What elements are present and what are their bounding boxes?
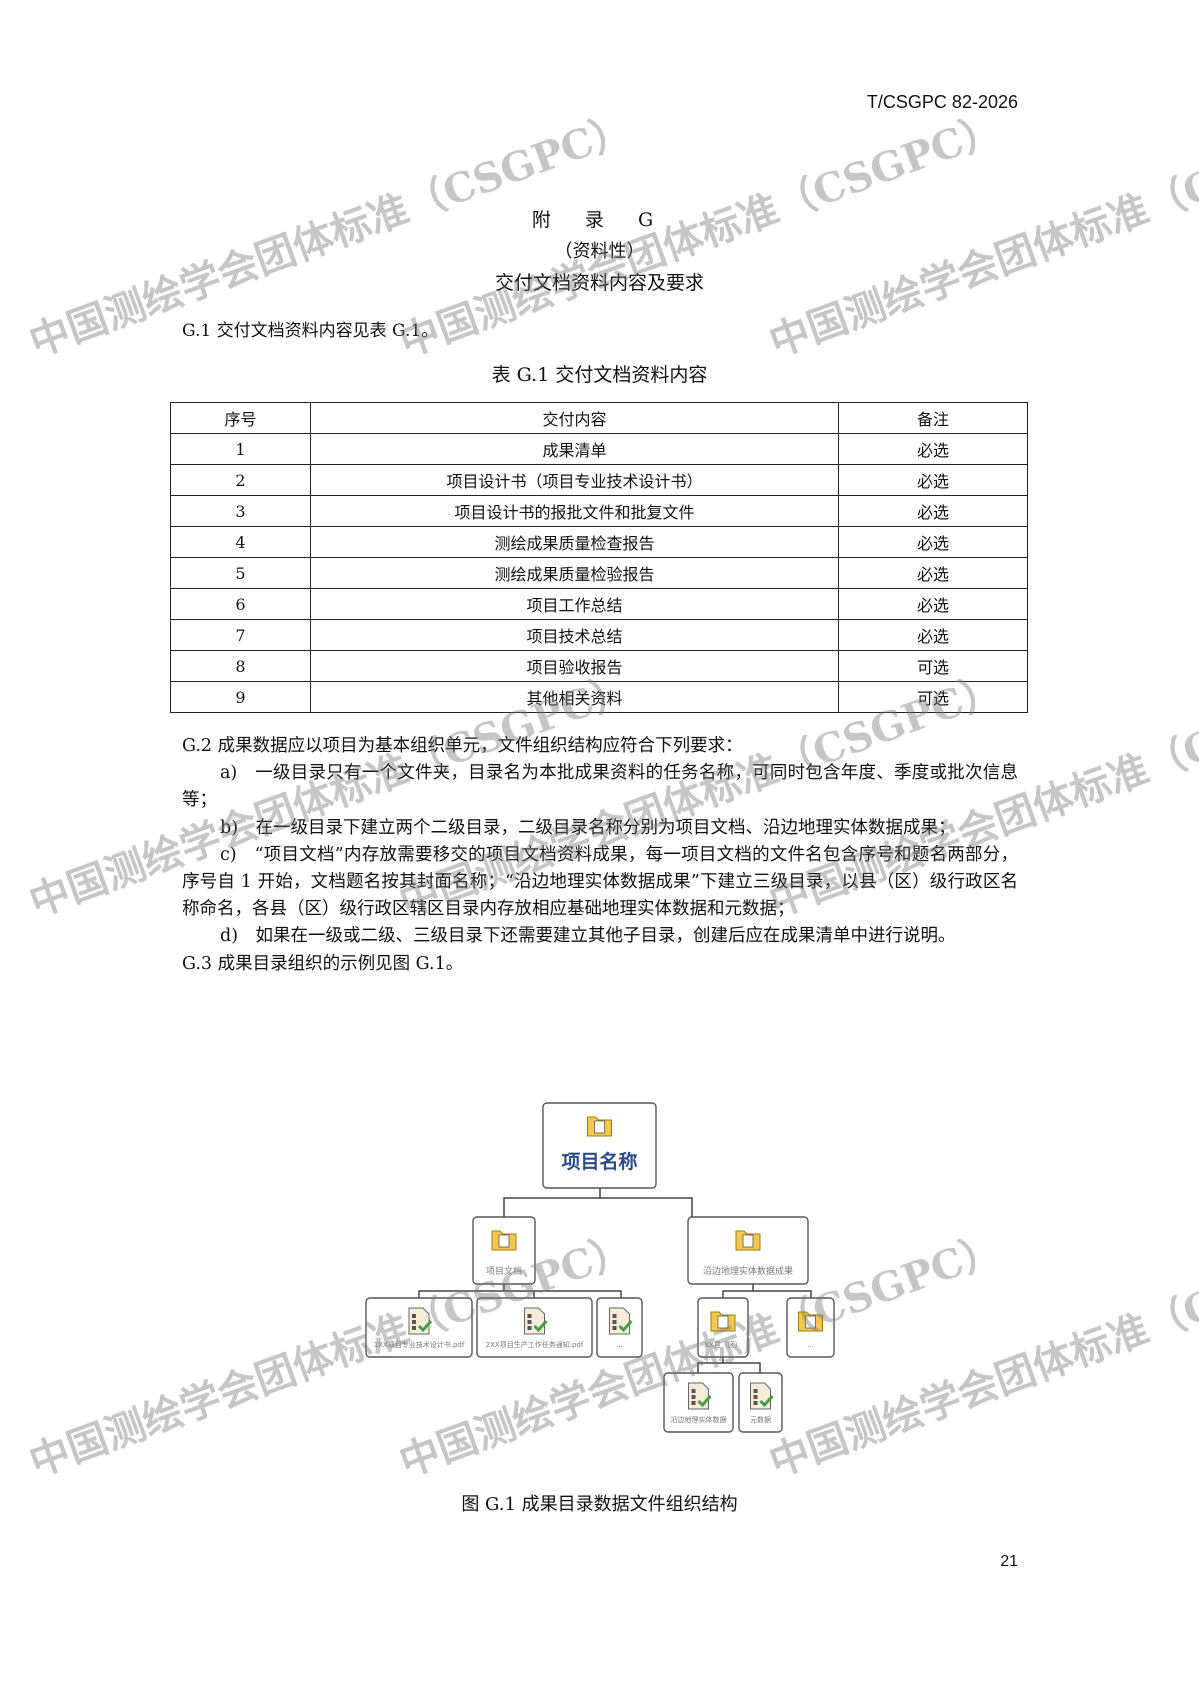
node-doc-file: 2XX项目生产工作任务通知.pdf xyxy=(476,1297,593,1358)
node-doc-file: 1XX项目专业技术设计书.pdf xyxy=(365,1297,473,1358)
header-index: 序号 xyxy=(170,402,311,434)
clause-g2: G.2 成果数据应以项目为基本组织单元，文件组织结构应符合下列要求： xyxy=(182,736,743,756)
cell-index: 6 xyxy=(170,588,311,620)
cell-index: 8 xyxy=(170,650,311,682)
cell-remark: 必选 xyxy=(838,464,1028,496)
table-header-row: 序号 交付内容 备注 xyxy=(170,402,1028,434)
node-label: XX县（区） xyxy=(704,1341,742,1349)
node-label: 2XX项目生产工作任务通知.pdf xyxy=(486,1340,584,1349)
standard-number: T/CSGPC 82-2026 xyxy=(866,92,1018,112)
cell-remark: 必选 xyxy=(838,526,1028,558)
item-c: c) “项目文档”内存放需要移交的项目文档资料成果，每一项目文档的文件名包含序号… xyxy=(182,844,1018,920)
cell-content: 项目工作总结 xyxy=(310,588,839,620)
header-content: 交付内容 xyxy=(310,402,839,434)
node-county-file: 元数据 xyxy=(738,1372,783,1433)
cell-remark: 必选 xyxy=(838,557,1028,589)
node-label: 元数据 xyxy=(750,1415,771,1424)
folder-icon xyxy=(735,1230,761,1251)
folder-icon xyxy=(798,1311,823,1332)
node-label: 沿边地理实体数据 xyxy=(671,1415,727,1424)
cell-content: 其他相关资料 xyxy=(310,681,839,713)
node-label: 项目名称 xyxy=(561,1150,637,1173)
cell-content: 项目设计书的报批文件和批复文件 xyxy=(310,495,839,527)
checklist-document-icon xyxy=(609,1307,633,1335)
cell-remark: 必选 xyxy=(838,433,1028,465)
folder-icon xyxy=(710,1311,736,1332)
checklist-document-icon xyxy=(408,1307,433,1335)
cell-remark: 可选 xyxy=(838,681,1028,713)
node-label: ... xyxy=(807,1341,814,1349)
cell-content: 测绘成果质量检查报告 xyxy=(310,526,839,558)
table-caption: 表 G.1 交付文档资料内容 xyxy=(491,364,708,386)
cell-index: 2 xyxy=(170,464,311,496)
item-d: d) 如果在一级或二级、三级目录下还需要建立其他子目录，创建后应在成果清单中进行… xyxy=(220,926,956,947)
node-project-docs: 项目文档 xyxy=(472,1216,536,1285)
node-county-more: ... xyxy=(786,1297,835,1358)
node-doc-file: ... xyxy=(596,1297,643,1358)
item-a: a) 一级目录只有一个文件夹，目录名为本批成果资料的任务名称，可同时包含年度、季… xyxy=(182,763,1018,811)
cell-index: 7 xyxy=(170,619,311,651)
appendix-heading: 交付文档资料内容及要求 xyxy=(494,272,704,294)
page-number: 21 xyxy=(1000,1553,1018,1570)
cell-remark: 必选 xyxy=(838,588,1028,620)
checklist-document-icon xyxy=(524,1307,548,1335)
cell-content: 项目设计书（项目专业技术设计书） xyxy=(310,464,839,496)
checklist-document-icon xyxy=(688,1382,712,1410)
cell-remark: 必选 xyxy=(838,495,1028,527)
cell-content: 项目技术总结 xyxy=(310,619,839,651)
cell-content: 项目验收报告 xyxy=(310,650,839,682)
cell-index: 5 xyxy=(170,557,311,589)
connector-lines xyxy=(418,1188,812,1373)
clause-g3: G.3 成果目录组织的示例见图 G.1。 xyxy=(182,953,464,974)
checklist-document-icon xyxy=(750,1382,774,1410)
node-label: ... xyxy=(616,1341,623,1349)
cell-index: 3 xyxy=(170,495,311,527)
node-label: 项目文档 xyxy=(486,1265,522,1277)
header-remark: 备注 xyxy=(838,402,1028,434)
appendix-nature: （资料性） xyxy=(554,241,645,262)
cell-index: 4 xyxy=(170,526,311,558)
cell-content: 测绘成果质量检验报告 xyxy=(310,557,839,589)
node-root: 项目名称 xyxy=(542,1102,657,1189)
folder-icon xyxy=(587,1116,612,1137)
node-county-file: 沿边地理实体数据 xyxy=(663,1372,734,1433)
node-label: 1XX项目专业技术设计书.pdf xyxy=(374,1340,465,1349)
node-county: XX县（区） xyxy=(697,1297,749,1358)
appendix-title: 附 录 G xyxy=(531,209,668,231)
figure-caption: 图 G.1 成果目录数据文件组织结构 xyxy=(461,1494,738,1515)
cell-index: 1 xyxy=(170,433,311,465)
cell-content: 成果清单 xyxy=(310,433,839,465)
cell-index: 9 xyxy=(170,681,311,713)
node-entity-data: 沿边地理实体数据成果 xyxy=(687,1216,809,1285)
clause-g1: G.1 交付文档资料内容见表 G.1。 xyxy=(182,321,439,341)
item-b: b) 在一级目录下建立两个二级目录，二级目录名称分别为项目文档、沿边地理实体数据… xyxy=(220,817,956,838)
body-text: G.2 成果数据应以项目为基本组织单元，文件组织结构应符合下列要求： a) 一级… xyxy=(182,733,1018,978)
node-label: 沿边地理实体数据成果 xyxy=(703,1265,793,1277)
cell-remark: 必选 xyxy=(838,619,1028,651)
folder-icon xyxy=(491,1230,517,1251)
